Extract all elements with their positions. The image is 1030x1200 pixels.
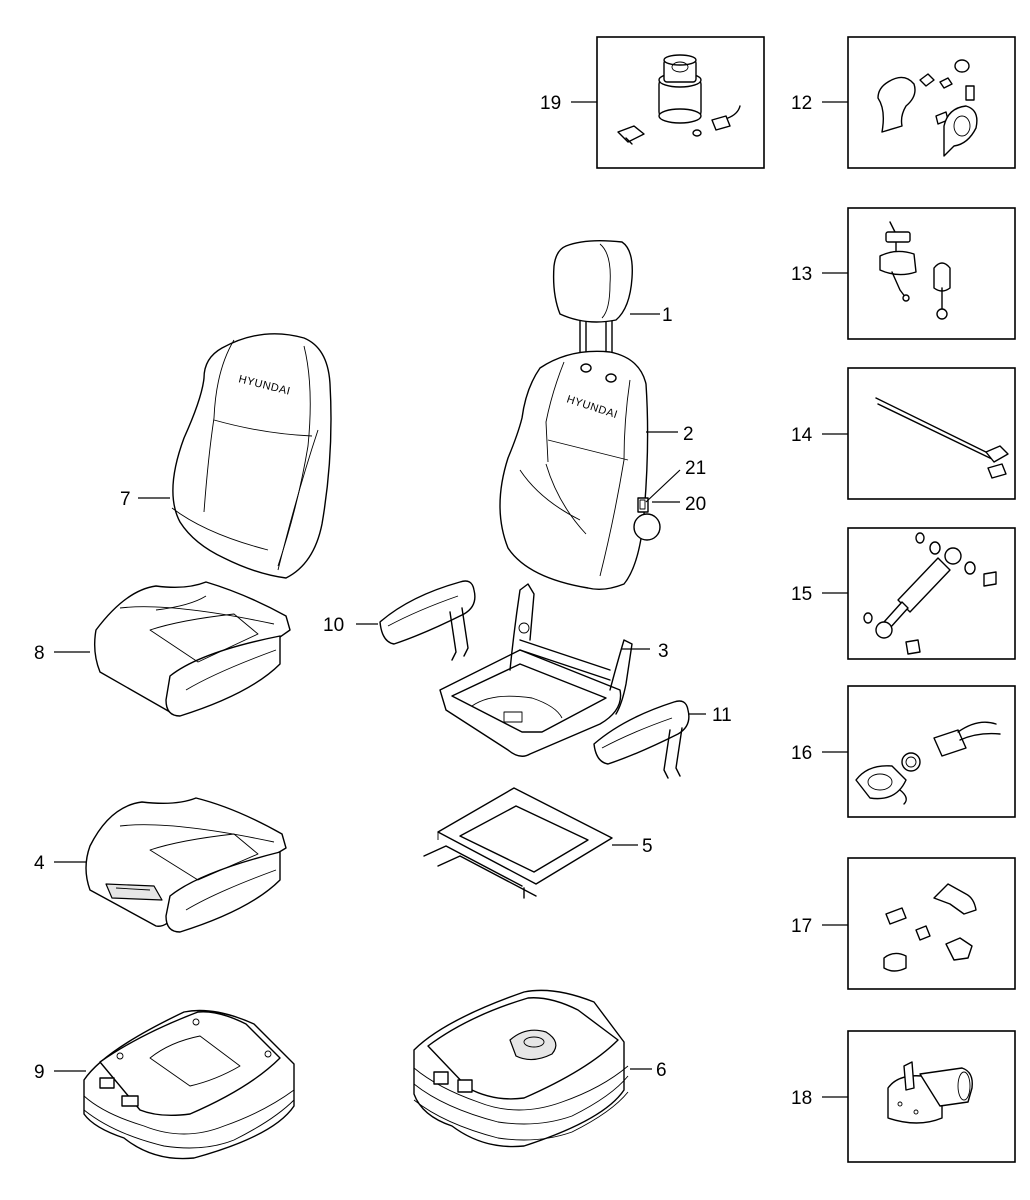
callout-10: 10 bbox=[323, 615, 344, 636]
backrest-cover-part: HYUNDAI bbox=[171, 333, 332, 579]
kit-box-13 bbox=[847, 207, 1016, 340]
kit-box-14 bbox=[847, 367, 1016, 500]
callout-13: 13 bbox=[791, 264, 812, 285]
backrest-part: HYUNDAI bbox=[499, 350, 661, 591]
kit-box-18 bbox=[847, 1030, 1016, 1163]
kit-box-19 bbox=[596, 36, 765, 169]
callout-3: 3 bbox=[658, 641, 669, 662]
callout-1: 1 bbox=[662, 305, 673, 326]
seat-slider-part bbox=[423, 787, 613, 899]
callout-9: 9 bbox=[34, 1062, 45, 1083]
kit-box-12 bbox=[847, 36, 1016, 169]
callout-4: 4 bbox=[34, 853, 45, 874]
armrest-right-part bbox=[593, 700, 690, 779]
callout-5: 5 bbox=[642, 836, 653, 857]
callout-labels: 1 2 3 4 5 6 7 8 9 10 11 12 13 14 15 16 1… bbox=[34, 93, 813, 1109]
seat-base-assembly-part bbox=[413, 989, 629, 1148]
kit-box-16 bbox=[847, 685, 1016, 818]
kit-box-17 bbox=[847, 857, 1016, 990]
callout-19: 19 bbox=[540, 93, 561, 114]
callout-2: 2 bbox=[683, 424, 694, 445]
seat-cushion-part bbox=[93, 581, 291, 717]
leader-lines bbox=[54, 101, 848, 1098]
callout-18: 18 bbox=[791, 1088, 812, 1109]
headrest-part bbox=[552, 239, 633, 363]
seat-base-part bbox=[83, 1009, 295, 1160]
callout-12: 12 bbox=[791, 93, 812, 114]
callout-17: 17 bbox=[791, 916, 812, 937]
seat-cushion-assembly-part bbox=[85, 797, 287, 933]
kit-box-15 bbox=[847, 527, 1016, 660]
callout-14: 14 bbox=[791, 425, 813, 446]
armrest-left-part bbox=[379, 580, 476, 661]
callout-16: 16 bbox=[791, 743, 812, 764]
callout-8: 8 bbox=[34, 643, 45, 664]
callout-15: 15 bbox=[791, 584, 812, 605]
callout-7: 7 bbox=[120, 489, 131, 510]
callout-21: 21 bbox=[685, 458, 706, 479]
seat-frame-part bbox=[439, 583, 633, 757]
callout-6: 6 bbox=[656, 1060, 667, 1081]
callout-11: 11 bbox=[712, 705, 732, 726]
callout-20: 20 bbox=[685, 494, 706, 515]
